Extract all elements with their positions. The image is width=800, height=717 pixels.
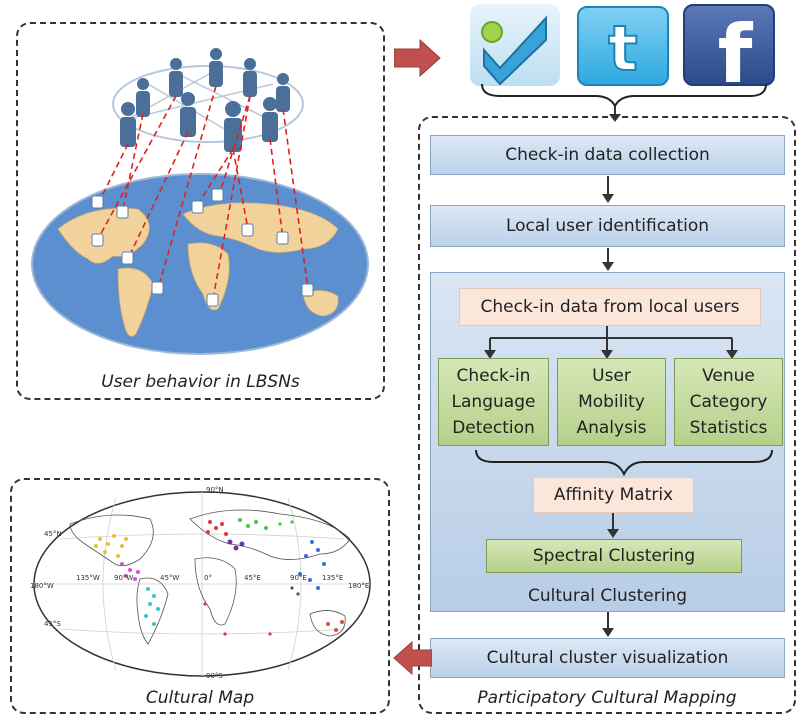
svg-text:135°W: 135°W xyxy=(76,574,100,582)
pipeline-caption: Participatory Cultural Mapping xyxy=(477,688,737,708)
cultural-map-panel xyxy=(10,478,390,714)
spectral-clustering-box: Spectral Clustering xyxy=(486,539,742,573)
feature-venue-line2: Category xyxy=(689,392,768,412)
arrow-down-2 xyxy=(602,248,614,271)
lbsn-illustration xyxy=(31,48,369,355)
svg-text:90°E: 90°E xyxy=(290,574,307,582)
feature-language-line1: Check-in xyxy=(456,366,531,386)
facebook-glyph: f xyxy=(718,8,754,84)
svg-text:90°N: 90°N xyxy=(206,486,224,494)
svg-text:90°S: 90°S xyxy=(206,672,223,680)
arrow-to-map xyxy=(393,640,432,676)
lbsn-panel xyxy=(16,22,385,400)
svg-text:180°W: 180°W xyxy=(30,582,54,590)
step-data-collection: Check-in data collection xyxy=(430,135,785,175)
svg-text:45°S: 45°S xyxy=(44,620,61,628)
cultural-map-caption: Cultural Map xyxy=(145,688,255,708)
feature-venue-line3: Statistics xyxy=(689,418,768,438)
feature-language-line2: Language xyxy=(451,392,536,412)
feature-language-line3: Detection xyxy=(452,418,535,438)
arrow-down-1 xyxy=(602,176,614,203)
map-graticule xyxy=(34,492,370,676)
cultural-clustering-label: Cultural Clustering xyxy=(528,586,687,606)
svg-text:135°E: 135°E xyxy=(322,574,343,582)
foursquare-logo xyxy=(470,4,560,86)
lbsn-caption: User behavior in LBSNs xyxy=(101,372,300,392)
arrow-to-logos xyxy=(394,38,441,78)
local-data-box: Check-in data from local users xyxy=(459,288,761,326)
feature-mobility-line1: User xyxy=(592,366,631,386)
continents xyxy=(57,202,339,337)
twitter-logo: t xyxy=(577,6,669,86)
cluster-points xyxy=(94,518,344,636)
map-tick-labels: 180°W 135°W 90°W 45°W 0° 45°E 90°E 135°E… xyxy=(30,486,369,680)
feature-mobility-analysis: User Mobility Analysis xyxy=(557,358,666,446)
pipeline-panel xyxy=(418,116,796,714)
arrow-down-4 xyxy=(602,612,614,637)
affinity-matrix-box: Affinity Matrix xyxy=(533,477,694,513)
check-icon xyxy=(481,15,547,86)
step-visualization: Cultural cluster visualization xyxy=(430,638,785,678)
feature-mobility-line2: Mobility xyxy=(578,392,645,412)
checkin-links xyxy=(97,85,309,300)
svg-text:45°W: 45°W xyxy=(160,574,179,582)
step-local-user: Local user identification xyxy=(430,205,785,247)
features-brace xyxy=(475,449,773,477)
network-ring xyxy=(112,65,304,143)
feature-language-detection: Check-in Language Detection xyxy=(438,358,549,446)
facebook-logo: f xyxy=(683,4,775,101)
people-icon xyxy=(120,48,290,152)
feature-venue-line1: Venue xyxy=(702,366,755,386)
checkin-marker-icon xyxy=(91,188,314,307)
feature-mobility-line3: Analysis xyxy=(576,418,647,438)
branch-arrows xyxy=(484,326,738,359)
svg-text:90°W: 90°W xyxy=(114,574,133,582)
svg-text:180°E: 180°E xyxy=(348,582,369,590)
cultural-map-illustration: 180°W 135°W 90°W 45°W 0° 45°E 90°E 135°E… xyxy=(30,486,371,680)
svg-text:0°: 0° xyxy=(204,574,212,582)
twitter-glyph: t xyxy=(608,12,638,84)
feature-venue-statistics: Venue Category Statistics xyxy=(674,358,783,446)
svg-text:45°N: 45°N xyxy=(44,530,62,538)
coastlines xyxy=(69,509,351,645)
arrow-down-3 xyxy=(607,513,619,538)
svg-text:45°E: 45°E xyxy=(244,574,261,582)
